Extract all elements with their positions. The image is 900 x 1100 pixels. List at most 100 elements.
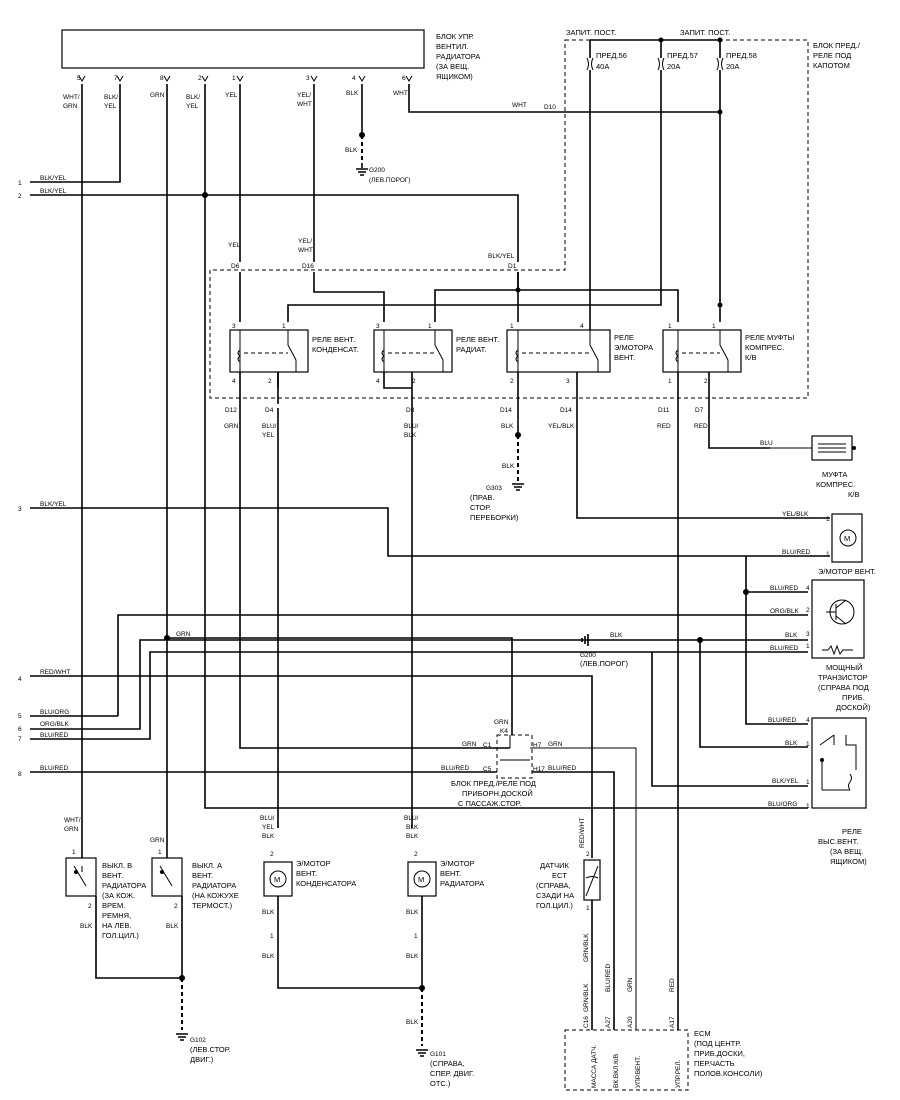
svg-text:4: 4	[806, 585, 810, 592]
svg-text:GRN: GRN	[548, 741, 563, 748]
svg-text:D4: D4	[265, 407, 274, 414]
svg-text:D6: D6	[231, 263, 240, 270]
svg-text:ПРИБ.: ПРИБ.	[842, 693, 865, 702]
svg-text:ВЕНТ.: ВЕНТ.	[440, 869, 461, 878]
svg-text:ВЕНТИЛ.: ВЕНТИЛ.	[436, 42, 468, 51]
svg-text:КАПОТОМ: КАПОТОМ	[813, 61, 850, 70]
svg-text:D12: D12	[225, 407, 237, 414]
dash-fuse-box	[496, 734, 533, 779]
svg-text:WHT: WHT	[393, 90, 408, 97]
svg-text:M: M	[418, 875, 424, 884]
svg-text:BLK: BLK	[406, 909, 419, 916]
svg-text:ПРЕД.58: ПРЕД.58	[726, 51, 757, 60]
svg-text:D7: D7	[695, 407, 704, 414]
svg-text:YEL/BLK: YEL/BLK	[782, 511, 809, 518]
svg-text:GRN: GRN	[63, 103, 78, 110]
svg-text:BLU: BLU	[760, 440, 773, 447]
svg-text:BLK: BLK	[406, 824, 419, 831]
svg-text:GRN: GRN	[64, 826, 79, 833]
svg-text:BLK/: BLK/	[104, 94, 118, 101]
svg-text:РЕМНЯ,: РЕМНЯ,	[102, 911, 131, 920]
svg-text:ВРЕМ.: ВРЕМ.	[102, 901, 125, 910]
svg-text:1: 1	[668, 323, 672, 330]
svg-text:ВЫКЛ. В: ВЫКЛ. В	[102, 861, 132, 870]
svg-text:BLU/RED: BLU/RED	[782, 549, 810, 556]
svg-text:1: 1	[826, 516, 830, 523]
wire-blk-yel-1	[30, 84, 121, 183]
svg-text:Э/МОТОР: Э/МОТОР	[440, 859, 475, 868]
svg-text:СЗАДИ НА: СЗАДИ НА	[536, 891, 574, 900]
svg-text:1: 1	[586, 905, 590, 912]
svg-text:BLK: BLK	[262, 953, 275, 960]
svg-text:BLU/RED: BLU/RED	[441, 765, 469, 772]
ground-g101: G101 (СПРАВА, СПЕР. ДВИГ. ОТС.)	[416, 1049, 474, 1088]
svg-text:2: 2	[704, 378, 708, 385]
svg-text:BLK: BLK	[406, 833, 419, 840]
svg-text:1: 1	[826, 551, 830, 558]
svg-text:ВК.ВКЛ.К/В: ВК.ВКЛ.К/В	[613, 1054, 620, 1088]
svg-text:БЛОК ПРЕД./РЕЛЕ ПОД: БЛОК ПРЕД./РЕЛЕ ПОД	[451, 779, 536, 788]
svg-text:RED: RED	[669, 978, 676, 992]
svg-text:(НА КОЖУХЕ: (НА КОЖУХЕ	[192, 891, 239, 900]
svg-text:1: 1	[270, 933, 274, 940]
svg-text:BLU/: BLU/	[404, 423, 419, 430]
svg-text:РАДИАТ.: РАДИАТ.	[456, 345, 486, 354]
svg-text:2: 2	[586, 851, 590, 858]
fan-switch-a: 12 ВЫКЛ. А ВЕНТ. РАДИАТОРА (НА КОЖУХЕ ТЕ…	[151, 849, 239, 910]
svg-text:ВЫКЛ. А: ВЫКЛ. А	[192, 861, 222, 870]
svg-text:2: 2	[88, 903, 92, 910]
svg-text:ОТС.): ОТС.)	[430, 1079, 451, 1088]
svg-text:ПРИБ.ДОСКИ,: ПРИБ.ДОСКИ,	[694, 1049, 745, 1058]
svg-text:BLK: BLK	[404, 432, 417, 439]
svg-text:WHT: WHT	[298, 247, 313, 254]
svg-text:(СПРАВА,: (СПРАВА,	[430, 1059, 465, 1068]
svg-text:ПЕРЕБОРКИ): ПЕРЕБОРКИ)	[470, 513, 519, 522]
svg-text:КОНДЕНСАТОРА: КОНДЕНСАТОРА	[296, 879, 356, 888]
svg-text:BLK: BLK	[406, 953, 419, 960]
svg-text:D16: D16	[302, 263, 314, 270]
svg-text:RED: RED	[694, 423, 708, 430]
fan-control-unit-box	[61, 29, 425, 69]
svg-text:4: 4	[806, 717, 810, 724]
svg-text:(ЗА ВЕЩ.: (ЗА ВЕЩ.	[436, 62, 469, 71]
svg-text:BLK/YEL: BLK/YEL	[488, 253, 515, 260]
ac-clutch: МУФТА КОМПРЕС. К/В	[770, 435, 859, 499]
svg-text:УПР.ВЕНТ.: УПР.ВЕНТ.	[635, 1056, 642, 1088]
svg-text:BLU/: BLU/	[404, 815, 419, 822]
svg-text:1: 1	[232, 75, 236, 82]
svg-text:BLK/YEL: BLK/YEL	[772, 778, 799, 785]
svg-text:(ЛЕВ.СТОР.: (ЛЕВ.СТОР.	[190, 1045, 230, 1054]
svg-text:D3: D3	[406, 407, 415, 414]
svg-text:ГОЛ.ЦИЛ.): ГОЛ.ЦИЛ.)	[536, 901, 573, 910]
svg-text:YEL/BLK: YEL/BLK	[548, 423, 575, 430]
svg-text:BLK: BLK	[262, 909, 275, 916]
svg-text:BLK: BLK	[166, 923, 179, 930]
svg-text:МОЩНЫЙ: МОЩНЫЙ	[826, 663, 863, 672]
svg-text:Э/МОТОРА: Э/МОТОРА	[614, 343, 653, 352]
svg-text:ORG/BLK: ORG/BLK	[40, 721, 70, 728]
svg-text:4: 4	[580, 323, 584, 330]
wire-wht-d10	[408, 84, 565, 113]
svg-text:РЕЛЕ: РЕЛЕ	[842, 827, 862, 836]
svg-text:Э/МОТОР: Э/МОТОР	[296, 859, 331, 868]
svg-text:(ЗА ВЕЩ.: (ЗА ВЕЩ.	[830, 847, 863, 856]
svg-text:BLU/RED: BLU/RED	[40, 765, 68, 772]
svg-text:D10: D10	[544, 104, 556, 111]
ground-g200-top: G200 (ЛЕВ.ПОРОГ)	[356, 163, 411, 184]
svg-text:СПЕР. ДВИГ.: СПЕР. ДВИГ.	[430, 1069, 474, 1078]
svg-text:2: 2	[414, 851, 418, 858]
svg-text:СТОР.: СТОР.	[470, 503, 491, 512]
svg-text:3: 3	[18, 506, 22, 513]
svg-text:5: 5	[77, 75, 81, 82]
svg-text:5: 5	[18, 713, 22, 720]
svg-text:3: 3	[376, 323, 380, 330]
svg-text:YEL/: YEL/	[298, 238, 312, 245]
svg-text:ВЕНТ.: ВЕНТ.	[296, 869, 317, 878]
svg-text:GRN: GRN	[150, 837, 165, 844]
ground-g200-lower: G200 (ЛЕВ.ПОРОГ)	[580, 634, 628, 668]
svg-text:(СПРАВА ПОД: (СПРАВА ПОД	[818, 683, 869, 692]
svg-text:C5: C5	[483, 766, 492, 773]
svg-text:4: 4	[352, 75, 356, 82]
svg-text:3: 3	[566, 378, 570, 385]
